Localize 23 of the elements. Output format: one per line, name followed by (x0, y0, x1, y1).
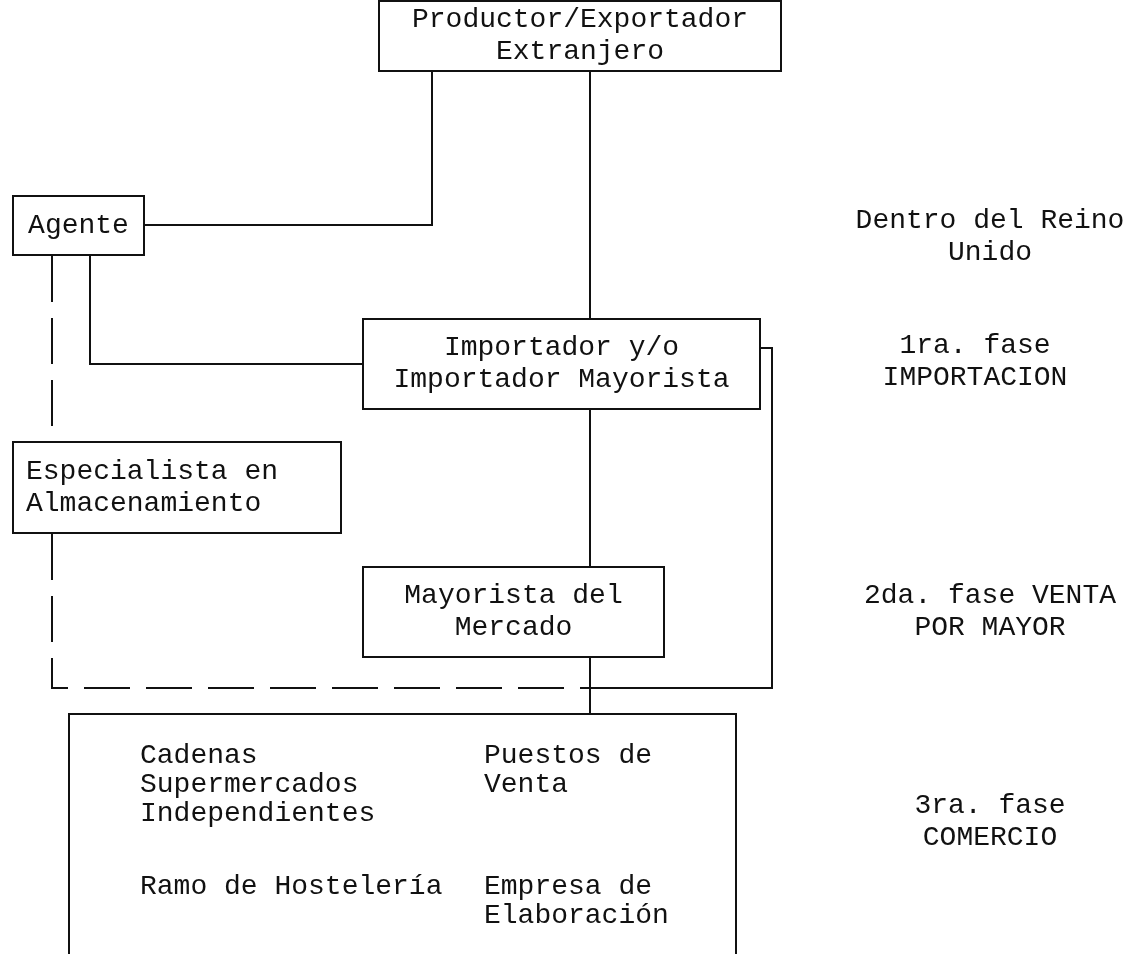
retail-channel-text: Empresa de Elaboración (484, 872, 670, 930)
box-label: Mayorista del Mercado (403, 580, 624, 644)
process-box (362, 566, 665, 658)
retail-box (68, 713, 737, 954)
connector-line (144, 71, 433, 226)
box-label: Especialista en Almacenamiento (26, 455, 280, 520)
connector-line (589, 71, 591, 319)
connector-line (89, 255, 363, 365)
retail-channel-text: Ramo de Hostelería (140, 872, 444, 904)
connector-line (589, 409, 591, 567)
process-box (12, 195, 145, 256)
phase-label: 1ra. fase IMPORTACION (881, 330, 1069, 394)
phase-label: Dentro del Reino Unido (854, 205, 1126, 269)
retail-channel-text: Puestos de Venta (484, 741, 654, 802)
process-box (362, 318, 761, 410)
phase-label: 2da. fase VENTA POR MAYOR (862, 580, 1117, 644)
box-label: Productor/Exportador Extranjero (410, 4, 750, 68)
retail-channel-text: Cadenas Supermercados Independientes (140, 741, 377, 828)
process-box (12, 441, 342, 534)
box-label: Agente (28, 209, 129, 242)
phase-label: 3ra. fase COMERCIO (913, 790, 1067, 854)
process-box (378, 0, 782, 72)
box-label: Importador y/o Importador Mayorista (392, 332, 731, 396)
